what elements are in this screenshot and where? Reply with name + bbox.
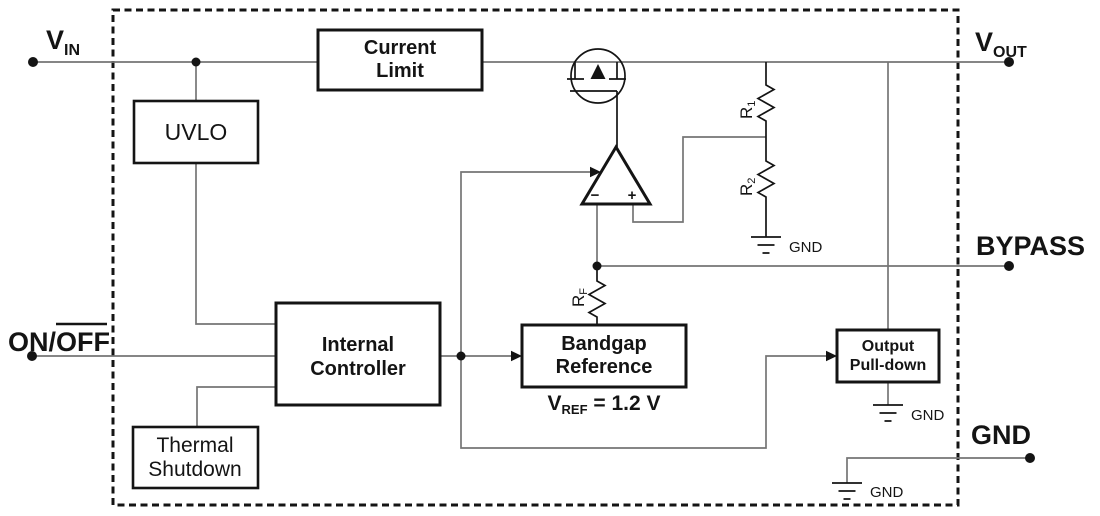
pin-label-vin: VIN bbox=[46, 25, 80, 59]
block-uvlo-box bbox=[132, 99, 260, 165]
amp-noninverting-input-sign: + bbox=[628, 187, 637, 204]
resistor-r1: R1 bbox=[737, 62, 776, 137]
ground-icon bbox=[751, 236, 781, 254]
resistor-r2: R2 bbox=[737, 137, 776, 237]
pass-transistor-drain-terminal bbox=[609, 62, 626, 80]
block-bandgap-reference-line1: Bandgap bbox=[561, 333, 647, 355]
resistor-r2-label: R2 bbox=[737, 178, 758, 196]
junction-dot-uvlo-tap bbox=[191, 57, 201, 67]
pin-label-onoff-text: ON/OFF bbox=[8, 327, 110, 357]
block-thermal-shutdown: Thermal Shutdown bbox=[131, 425, 260, 490]
wire-thermal-to-controller bbox=[196, 386, 276, 427]
error-amplifier-triangle bbox=[579, 144, 653, 206]
terminal-vin bbox=[28, 57, 38, 67]
block-internal-controller-line1: Internal bbox=[322, 334, 394, 356]
ground-icon-pulldown: GND bbox=[873, 404, 945, 424]
block-output-pulldown-line1: Output bbox=[862, 338, 915, 355]
wire-feedback-to-amp-plus bbox=[632, 136, 766, 223]
block-internal-controller: Internal Controller bbox=[274, 301, 442, 407]
wire-controller-to-amp bbox=[460, 171, 591, 356]
ground-icon-divider: GND bbox=[751, 236, 823, 256]
terminal-onoff bbox=[27, 351, 37, 361]
wire-uvlo-to-controller bbox=[195, 163, 276, 325]
terminal-vout bbox=[1004, 57, 1014, 67]
ground-label-pin: GND bbox=[870, 484, 904, 501]
block-internal-controller-box bbox=[274, 301, 442, 407]
block-uvlo-label: UVLO bbox=[165, 119, 228, 145]
arrowhead-into-bandgap-icon bbox=[511, 350, 522, 362]
pin-label-onoff: ON/OFF bbox=[8, 322, 110, 357]
block-thermal-shutdown-box bbox=[131, 425, 260, 490]
junction-dot-bypass-node bbox=[592, 261, 602, 271]
ground-icon-pin: GND bbox=[832, 482, 904, 501]
pass-transistor-source-terminal bbox=[567, 62, 584, 80]
block-current-limit-box bbox=[316, 28, 484, 92]
ic-boundary-dashed-border bbox=[111, 8, 960, 507]
pin-label-bypass: BYPASS bbox=[976, 231, 1085, 261]
arrowhead-into-pulldown-icon bbox=[826, 350, 837, 362]
resistor-r1-zigzag bbox=[756, 62, 776, 137]
block-current-limit-line2: Limit bbox=[376, 60, 424, 82]
block-current-limit: Current Limit bbox=[316, 28, 484, 92]
resistor-rf-label: RF bbox=[569, 288, 590, 307]
pass-transistor-circle bbox=[570, 48, 626, 104]
ground-label-pulldown: GND bbox=[911, 407, 945, 424]
resistor-r2-zigzag bbox=[756, 137, 776, 237]
wire-gnd-pin bbox=[846, 457, 1030, 483]
error-amplifier-icon: − + bbox=[579, 144, 653, 206]
terminal-bypass bbox=[1004, 261, 1014, 271]
block-thermal-shutdown-line1: Thermal bbox=[156, 434, 233, 457]
pass-transistor-gate bbox=[570, 90, 618, 147]
ground-icon bbox=[832, 482, 862, 500]
terminal-gnd bbox=[1025, 453, 1035, 463]
body-diode-arrow-icon bbox=[590, 64, 606, 79]
resistor-rf-zigzag bbox=[587, 266, 607, 325]
pin-label-gnd: GND bbox=[971, 420, 1031, 450]
block-uvlo: UVLO bbox=[132, 99, 260, 165]
vref-annotation: VREF = 1.2 V bbox=[548, 392, 661, 417]
amp-inverting-input-sign: − bbox=[591, 187, 600, 204]
block-thermal-shutdown-line2: Shutdown bbox=[148, 458, 241, 481]
pin-label-vout: VOUT bbox=[975, 27, 1027, 61]
wire-controller-to-pulldown bbox=[460, 355, 827, 449]
block-output-pulldown: Output Pull-down bbox=[835, 328, 941, 384]
resistor-rf: RF bbox=[569, 266, 607, 325]
junction-dot-controller-output bbox=[456, 351, 466, 361]
block-output-pulldown-line2: Pull-down bbox=[850, 357, 926, 374]
ground-label-divider: GND bbox=[789, 239, 823, 256]
arrowhead-into-amp-icon bbox=[590, 166, 601, 178]
block-current-limit-line1: Current bbox=[364, 37, 437, 59]
pass-transistor-icon bbox=[567, 48, 626, 147]
resistor-r1-label: R1 bbox=[737, 101, 758, 119]
block-bandgap-reference-line2: Reference bbox=[556, 356, 653, 378]
block-bandgap-reference: Bandgap Reference bbox=[520, 323, 688, 389]
ground-icon bbox=[873, 404, 903, 422]
block-internal-controller-line2: Controller bbox=[310, 358, 406, 380]
